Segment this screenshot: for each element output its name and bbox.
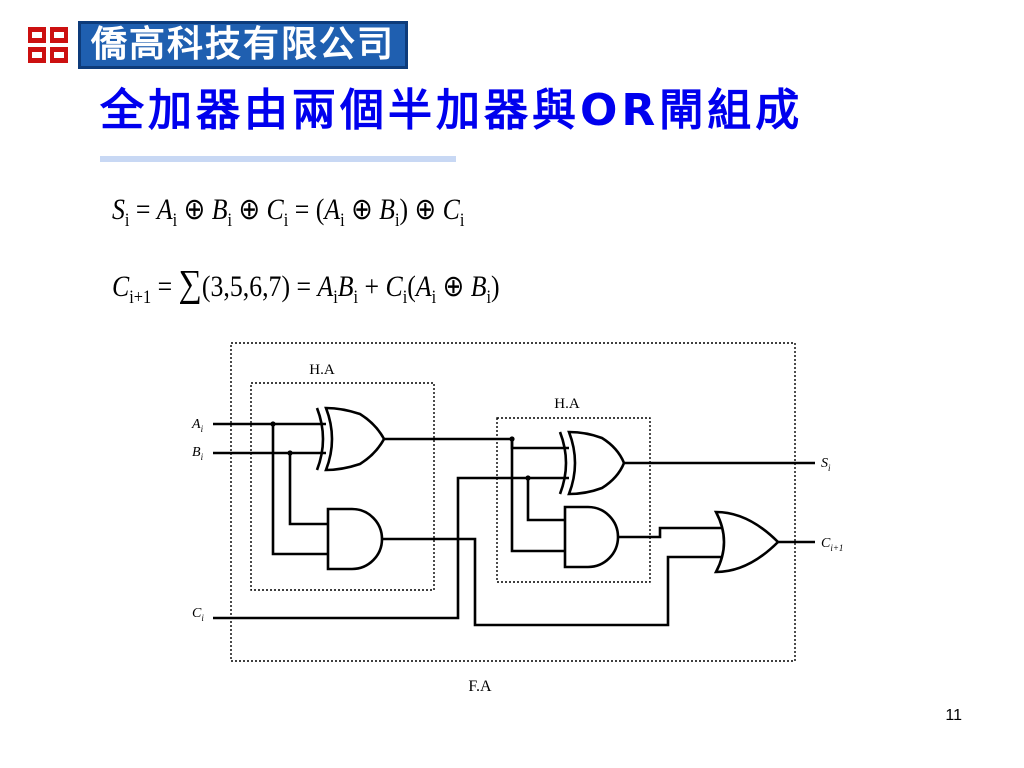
company-name: 僑高科技有限公司 [91,24,396,65]
title-underline [100,156,456,162]
half-adder-label-2: H.A [554,396,580,412]
and-gate-1 [326,507,384,571]
slide-title: 全加器由兩個半加器與OR閘組成 [100,85,804,136]
company-logo-icon [28,27,68,63]
input-label-c: Ci [192,606,204,623]
company-logo: 僑高科技有限公司 [26,20,409,70]
and-gate-2 [563,505,620,569]
wire-junctions [270,421,531,481]
half-adder-box-1 [250,382,435,591]
input-label-a: Ai [191,417,204,434]
output-label-carry: Ci+1 [821,536,843,553]
full-adder-label: F.A [468,678,492,695]
full-adder-box [230,342,796,662]
half-adder-box-2 [496,417,651,583]
sum-formula: Si = Ai ⊕ Bi ⊕ Ci = (Ai ⊕ Bi) ⊕ Ci [112,193,465,231]
xor-gate-2 [558,430,626,496]
page-number: 11 [945,707,962,724]
company-name-box: 僑高科技有限公司 [78,21,409,69]
xor-gate-1 [315,406,386,472]
circuit-wires [213,422,815,627]
output-label-sum: Si [821,456,831,473]
carry-formula: Ci+1 = ∑(3,5,6,7) = AiBi + Ci(Ai ⊕ Bi) [112,263,500,308]
input-label-b: Bi [192,445,204,462]
or-gate [713,510,780,574]
half-adder-label-1: H.A [309,362,335,378]
